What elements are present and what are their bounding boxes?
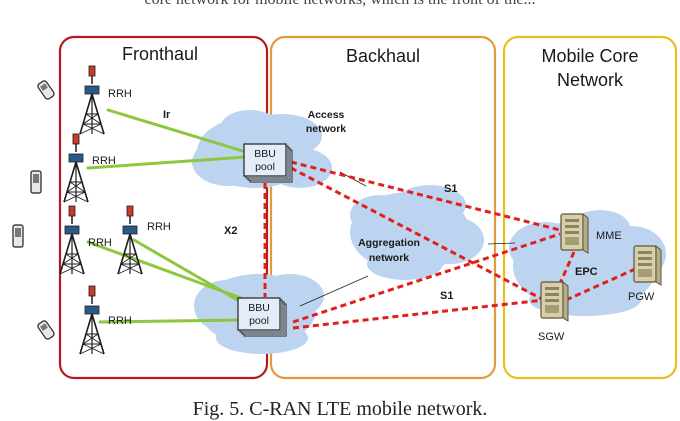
mobile-phone-icon <box>12 224 24 248</box>
rrh-label-1: RRH <box>108 88 132 100</box>
fronthaul-title: Fronthaul <box>122 44 198 64</box>
aggregation-network-label-1: Aggregation <box>358 237 420 249</box>
x2-link-label: X2 <box>224 225 237 237</box>
fronthaul-link-1 <box>106 108 248 154</box>
aggregation-to-epc-line <box>487 242 516 245</box>
fronthaul-link-5 <box>98 318 243 324</box>
s1-top-label: S1 <box>444 183 457 195</box>
core-title-line1: Mobile Core <box>541 46 638 66</box>
access-network-label-1: Access <box>308 109 345 121</box>
mme-label: MME <box>596 230 622 242</box>
rrh-label-4: RRH <box>147 221 171 233</box>
fronthaul-link-2 <box>86 155 248 170</box>
backhaul-title: Backhaul <box>346 46 420 66</box>
ir-link-label: Ir <box>163 109 171 121</box>
pgw-server-icon <box>633 245 662 286</box>
rrh-tower-4 <box>117 205 143 275</box>
s1-link-bottom-mme <box>292 232 561 324</box>
mobile-phone-icon <box>37 320 55 340</box>
rrh-label-3: RRH <box>88 237 112 249</box>
pgw-label: PGW <box>628 291 655 303</box>
bbu-to-aggregation-line <box>299 275 369 307</box>
backhaul-section-box <box>269 35 497 380</box>
sgw-pgw-link <box>565 264 643 302</box>
cropped-header-text: core network for mobile networks, which … <box>0 0 680 9</box>
rrh-label-5: RRH <box>108 315 132 327</box>
mobile-phone-icon <box>37 80 55 100</box>
mme-server-icon <box>560 213 589 254</box>
s1-link-top-mme <box>290 160 561 232</box>
core-section-box <box>502 35 678 380</box>
bbu-pool-bottom-label-1: BBU <box>248 302 270 314</box>
core-title-line2: Network <box>557 70 624 90</box>
bbu-pool-top-label-1: BBU <box>254 148 276 160</box>
s1-bottom-label: S1 <box>440 290 453 302</box>
mobile-phone-icon <box>30 170 42 194</box>
bbu-pool-top-label-2: pool <box>255 161 275 173</box>
sgw-label: SGW <box>538 331 565 343</box>
rrh-tower-1 <box>79 65 105 135</box>
rrh-tower-2 <box>63 133 89 203</box>
sgw-server-icon <box>540 281 569 322</box>
access-network-label-2: network <box>306 123 346 135</box>
epc-label: EPC <box>575 266 598 278</box>
figure-caption: Fig. 5. C-RAN LTE mobile network. <box>192 398 488 420</box>
rrh-tower-3 <box>59 205 85 275</box>
bbu-pool-bottom-label-2: pool <box>249 315 269 327</box>
rrh-label-2: RRH <box>92 155 116 167</box>
s1-link-bottom-sgw <box>292 298 545 330</box>
s1-link-top-sgw <box>290 166 545 302</box>
rrh-tower-5 <box>79 285 105 355</box>
aggregation-network-label-2: network <box>369 252 409 264</box>
fronthaul-section-box <box>58 35 269 380</box>
fronthaul-link-4 <box>132 238 243 304</box>
